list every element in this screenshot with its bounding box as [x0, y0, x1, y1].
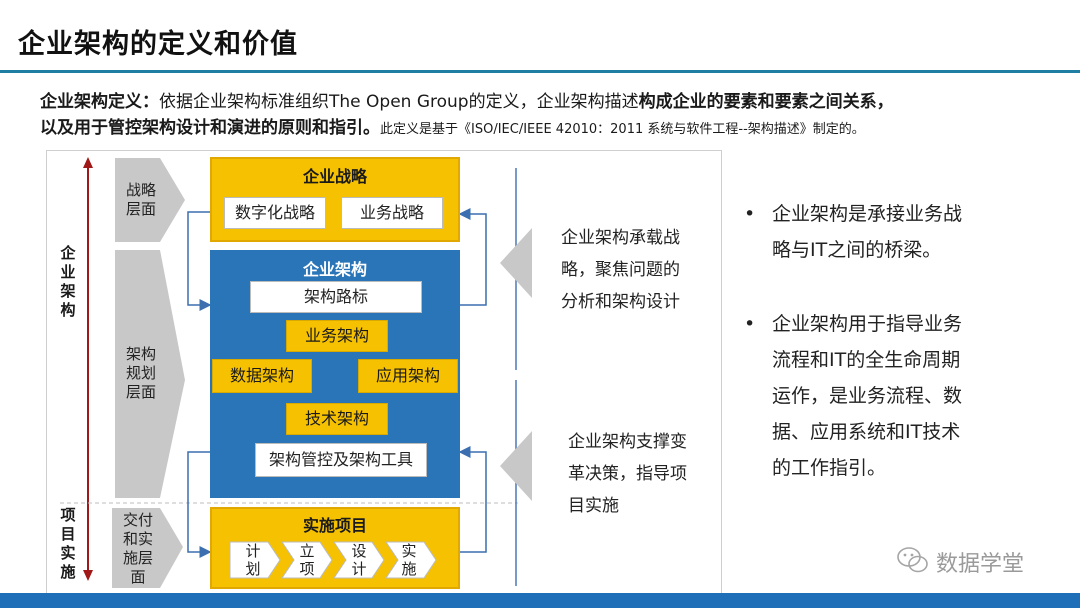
definition-emphasis-1: 构成企业的要素和要素之间关系，: [638, 92, 894, 112]
axis-arrow: [83, 157, 93, 581]
axis-label-enterprise-architecture: 企业架构: [59, 244, 77, 320]
architecture-governance-box: 架构管控及架构工具: [255, 443, 427, 477]
strategy-layer-chevron: [115, 158, 185, 242]
side-note-upper: 企业架构承载战 略，聚焦问题的 分析和架构设计: [561, 222, 680, 318]
layer-label-strategy: 战略层面: [125, 181, 156, 218]
right-connector-lower: [458, 446, 487, 553]
business-strategy-box: 业务战略: [341, 197, 443, 229]
step-chevron-design: [333, 541, 385, 579]
business-architecture-box: 业务架构: [286, 320, 388, 352]
definition-emphasis-2: 以及用于管控架构设计和演进的原则和指引。: [40, 118, 380, 138]
bullet-2-line: 流程和IT的全生命周期: [772, 349, 961, 371]
side-note-upper-line: 略，聚焦问题的: [561, 260, 680, 280]
axis-label-enterprise-architecture-text: 企业架构: [60, 244, 76, 319]
definition-line-2: 以及用于管控架构设计和演进的原则和指引。此定义是基于《ISO/IEC/IEEE …: [40, 117, 865, 141]
step-implement-label: 实施: [401, 542, 417, 578]
bullet-dot: •: [744, 313, 756, 335]
project-box-title: 实施项目: [302, 516, 367, 535]
bullet-1-line: 略与IT之间的桥梁。: [772, 239, 942, 261]
bullet-2-line: 运作，是业务流程、数: [772, 385, 963, 407]
side-note-lower: 企业架构支撑变 革决策，指导项 目实施: [568, 426, 687, 522]
side-note-lower-pointer: [500, 431, 532, 501]
side-note-upper-pointer: [500, 228, 532, 298]
step-design-label: 设计: [351, 542, 367, 578]
right-connector-upper: [458, 208, 487, 306]
definition-line-1: 企业架构定义：依据企业架构标准组织The Open Group的定义，企业架构描…: [40, 91, 894, 113]
planning-layer-chevron: [115, 250, 185, 498]
step-chevron-plan: [229, 541, 281, 579]
definition-text: 依据企业架构标准组织The Open Group的定义，企业架构描述: [159, 92, 639, 112]
step-plan-label: 计划: [245, 542, 261, 578]
slide-title: 企业架构的定义和价值: [18, 29, 298, 60]
side-note-lower-line: 企业架构支撑变: [568, 432, 687, 452]
wechat-icon: [897, 547, 928, 573]
watermark-text: 数据学堂: [936, 552, 1025, 577]
bullet-2-line: 企业架构用于指导业务: [772, 313, 963, 335]
step-chevron-implement: [385, 541, 437, 579]
project-steps: [229, 541, 437, 579]
bullet-2: • 企业架构用于指导业务 流程和IT的全生命周期 运作，是业务流程、数 据、应用…: [744, 306, 962, 486]
side-note-lower-line: 目实施: [568, 496, 619, 516]
side-note-upper-line: 企业架构承载战: [561, 228, 680, 248]
footer-bar: [0, 593, 1080, 608]
side-note-upper-line: 分析和架构设计: [561, 292, 680, 312]
bullet-2-line: 的工作指引。: [772, 457, 887, 479]
technology-architecture-box: 技术架构: [286, 403, 388, 435]
axis-label-project-implementation: 项目实施: [59, 506, 77, 582]
bullet-2-line: 据、应用系统和IT技术: [772, 421, 961, 443]
axis-label-project-implementation-text: 项目实施: [60, 506, 76, 581]
strategy-box-title: 企业战略: [302, 167, 367, 186]
step-chevron-approve: [281, 541, 333, 579]
definition-label: 企业架构定义：: [40, 92, 159, 112]
data-architecture-box: 数据架构: [212, 359, 312, 393]
delivery-layer-chevron: [112, 508, 183, 588]
left-connector-lower: [187, 451, 212, 558]
digital-strategy-box: 数字化战略: [224, 197, 326, 229]
title-divider: [0, 70, 1080, 73]
enterprise-architecture-title: 企业架构: [302, 260, 367, 279]
definition-note: 此定义是基于《ISO/IEC/IEEE 42010：2011 系统与软件工程--…: [380, 122, 865, 137]
architecture-roadmap-box: 架构路标: [250, 281, 422, 313]
bullet-dot: •: [744, 203, 756, 225]
left-connector-upper: [187, 211, 212, 311]
bullet-1-line: 企业架构是承接业务战: [772, 203, 963, 225]
step-approve-label: 立项: [299, 542, 315, 578]
application-architecture-box: 应用架构: [358, 359, 458, 393]
bullet-1: • 企业架构是承接业务战 略与IT之间的桥梁。: [744, 196, 962, 268]
layer-label-delivery: 交付和实施层面: [122, 511, 153, 586]
layer-label-planning: 架构规划层面: [125, 345, 156, 401]
side-note-lower-line: 革决策，指导项: [568, 464, 687, 484]
